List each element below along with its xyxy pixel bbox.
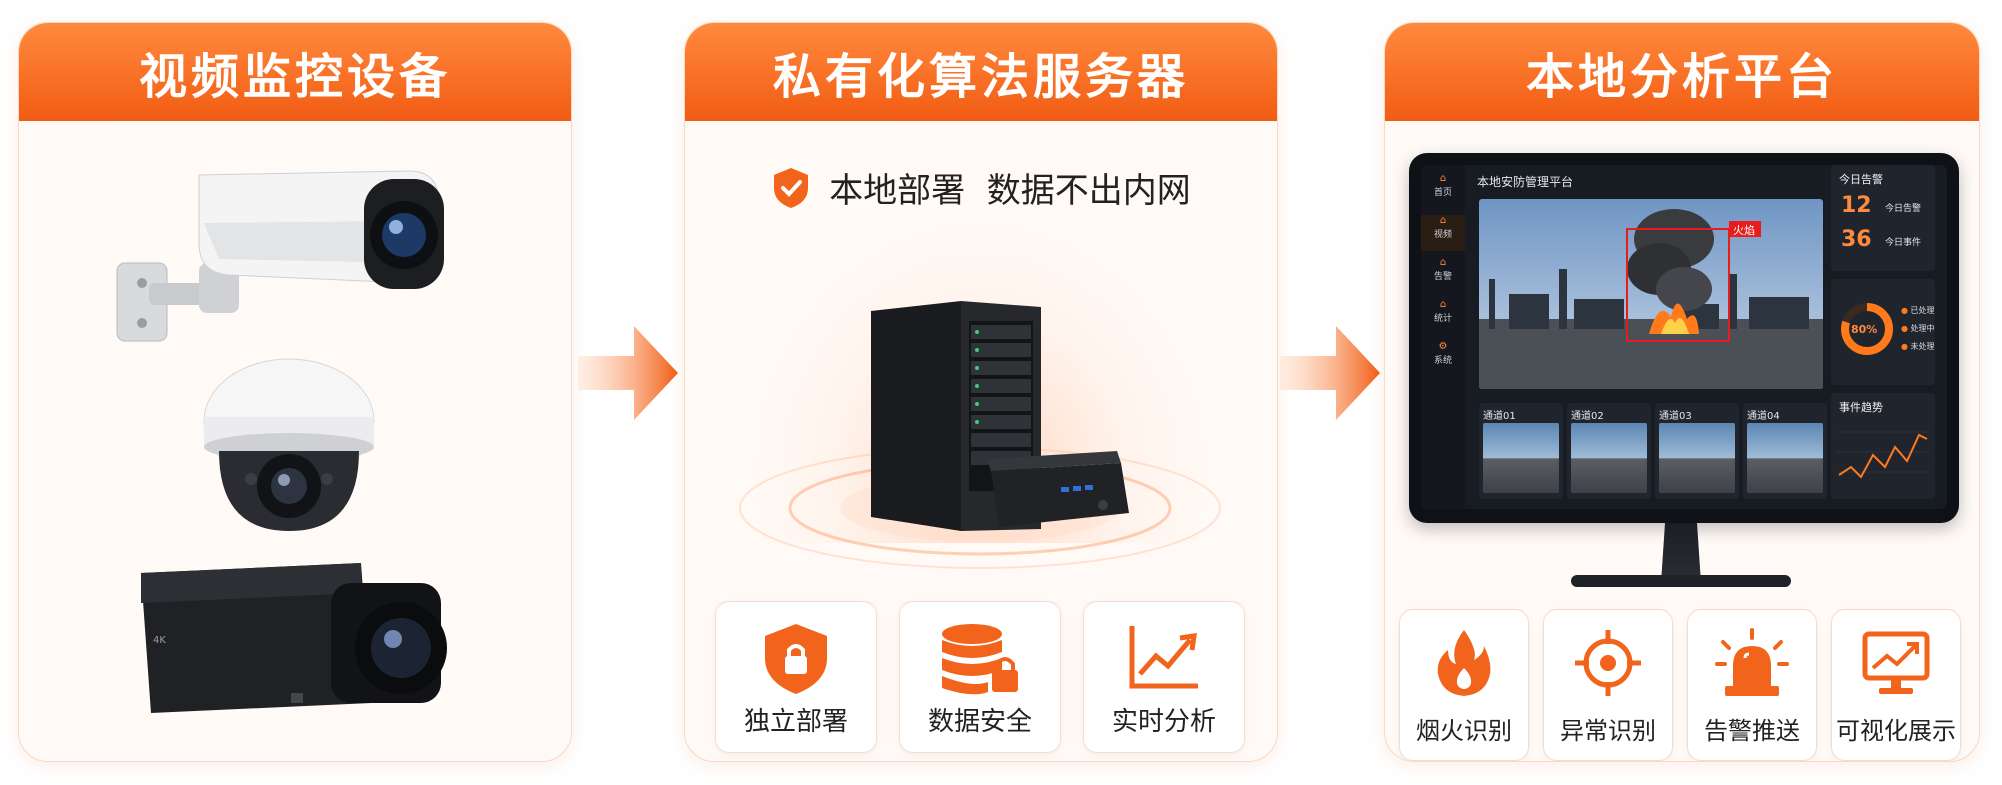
sidebar-item-alerts[interactable]: ⌂告警 [1433,257,1452,282]
event-count-label: 今日事件 [1885,238,1922,248]
today-alerts-card: 今日告警 12 今日告警 36 今日事件 [1831,165,1935,271]
card-title: 事件趋势 [1839,401,1883,414]
donut-card: 80% ● 已处理 ● 处理中 ● 未处理 [1831,279,1935,385]
monitor-base [1571,575,1791,587]
panel-local-platform: 本地分析平台 ⌂首页 ⌂视频 ⌂告警 ⌂统计 ⚙系统 本地安防管理平台 [1384,22,1980,762]
sidebar-item-stats[interactable]: ⌂统计 [1433,299,1452,324]
sidebar-item-system[interactable]: ⚙系统 [1433,341,1452,366]
svg-text:4K: 4K [153,635,166,646]
legend-item: ● 已处理 [1901,306,1935,315]
feature-label: 告警推送 [1704,717,1800,745]
feature-visualization: 可视化展示 [1831,609,1961,761]
tagline: 本地部署 数据不出内网 [685,163,1277,212]
feature-data-security: 数据安全 [899,601,1061,753]
alert-count: 12 [1841,193,1872,218]
feature-label: 实时分析 [1111,707,1216,737]
legend-item: ● 未处理 [1901,342,1935,351]
donut-percent: 80% [1851,323,1878,336]
box-camera-icon: 4K [141,563,447,713]
dashboard-title: 本地安防管理平台 [1477,175,1574,189]
dashboard-screen: ⌂首页 ⌂视频 ⌂告警 ⌂统计 ⚙系统 本地安防管理平台 [1421,165,1947,509]
arrow-right-icon [1280,326,1380,420]
sidebar-item-video[interactable]: ⌂视频 [1421,215,1465,251]
legend-item: ● 处理中 [1901,324,1935,333]
feature-standalone: 独立部署 [715,601,877,753]
factory-fire-scene: 火焰 [1479,199,1823,389]
feature-label: 异常识别 [1560,717,1656,745]
sidebar-item-home[interactable]: ⌂首页 [1433,173,1452,198]
dome-camera-icon [203,358,375,531]
feature-alert-push: 告警推送 [1687,609,1817,761]
feature-label: 可视化展示 [1836,717,1956,745]
donut-chart [1841,303,1893,355]
bullet-camera-icon [116,170,444,342]
chart-trend-icon [1129,626,1198,689]
panel-title: 私有化算法服务器 [685,23,1277,121]
shield-lock-icon [765,624,827,694]
alarm-light-icon [1715,628,1789,696]
card-title: 今日告警 [1839,173,1883,186]
alert-label: 火焰 [1733,223,1755,237]
channel-thumb[interactable]: 通道04 [1743,403,1827,499]
feature-realtime-analysis: 实时分析 [1083,601,1245,753]
trend-card: 事件趋势 [1831,393,1935,499]
monitor-chart-icon [1862,631,1930,694]
shield-check-icon [774,167,809,208]
tagline-text: 本地部署 数据不出内网 [829,171,1191,211]
dashboard-sidebar: ⌂首页 ⌂视频 ⌂告警 ⌂统计 ⚙系统 [1421,165,1465,509]
feature-label: 数据安全 [927,707,1032,737]
panel-title: 本地分析平台 [1385,23,1979,121]
channel-thumb[interactable]: 通道01 [1479,403,1563,499]
event-count: 36 [1841,227,1872,252]
feature-anomaly-detection: 异常识别 [1543,609,1673,761]
flame-icon [1437,630,1491,696]
panel-title: 视频监控设备 [19,23,571,121]
monitor: ⌂首页 ⌂视频 ⌂告警 ⌂统计 ⚙系统 本地安防管理平台 [1409,153,1959,523]
server-rack-icon [871,301,1129,531]
channel-thumb[interactable]: 通道03 [1655,403,1739,499]
feature-fire-detection: 烟火识别 [1399,609,1529,761]
crosshair-icon [1575,630,1641,696]
panel-algorithm-server: 私有化算法服务器 本地部署 数据不出内网 [684,22,1278,762]
alert-count-label: 今日告警 [1885,204,1922,214]
monitor-stand [1661,523,1701,583]
main-video[interactable]: 火焰 [1479,199,1823,389]
database-lock-icon [942,624,1018,695]
panel-video-devices: 视频监控设备 4K [18,22,572,762]
feature-label: 独立部署 [743,707,848,737]
channel-thumb[interactable]: 通道02 [1567,403,1651,499]
arrow-right-icon [578,326,678,420]
feature-label: 烟火识别 [1416,717,1512,745]
trend-chart [1837,431,1929,479]
